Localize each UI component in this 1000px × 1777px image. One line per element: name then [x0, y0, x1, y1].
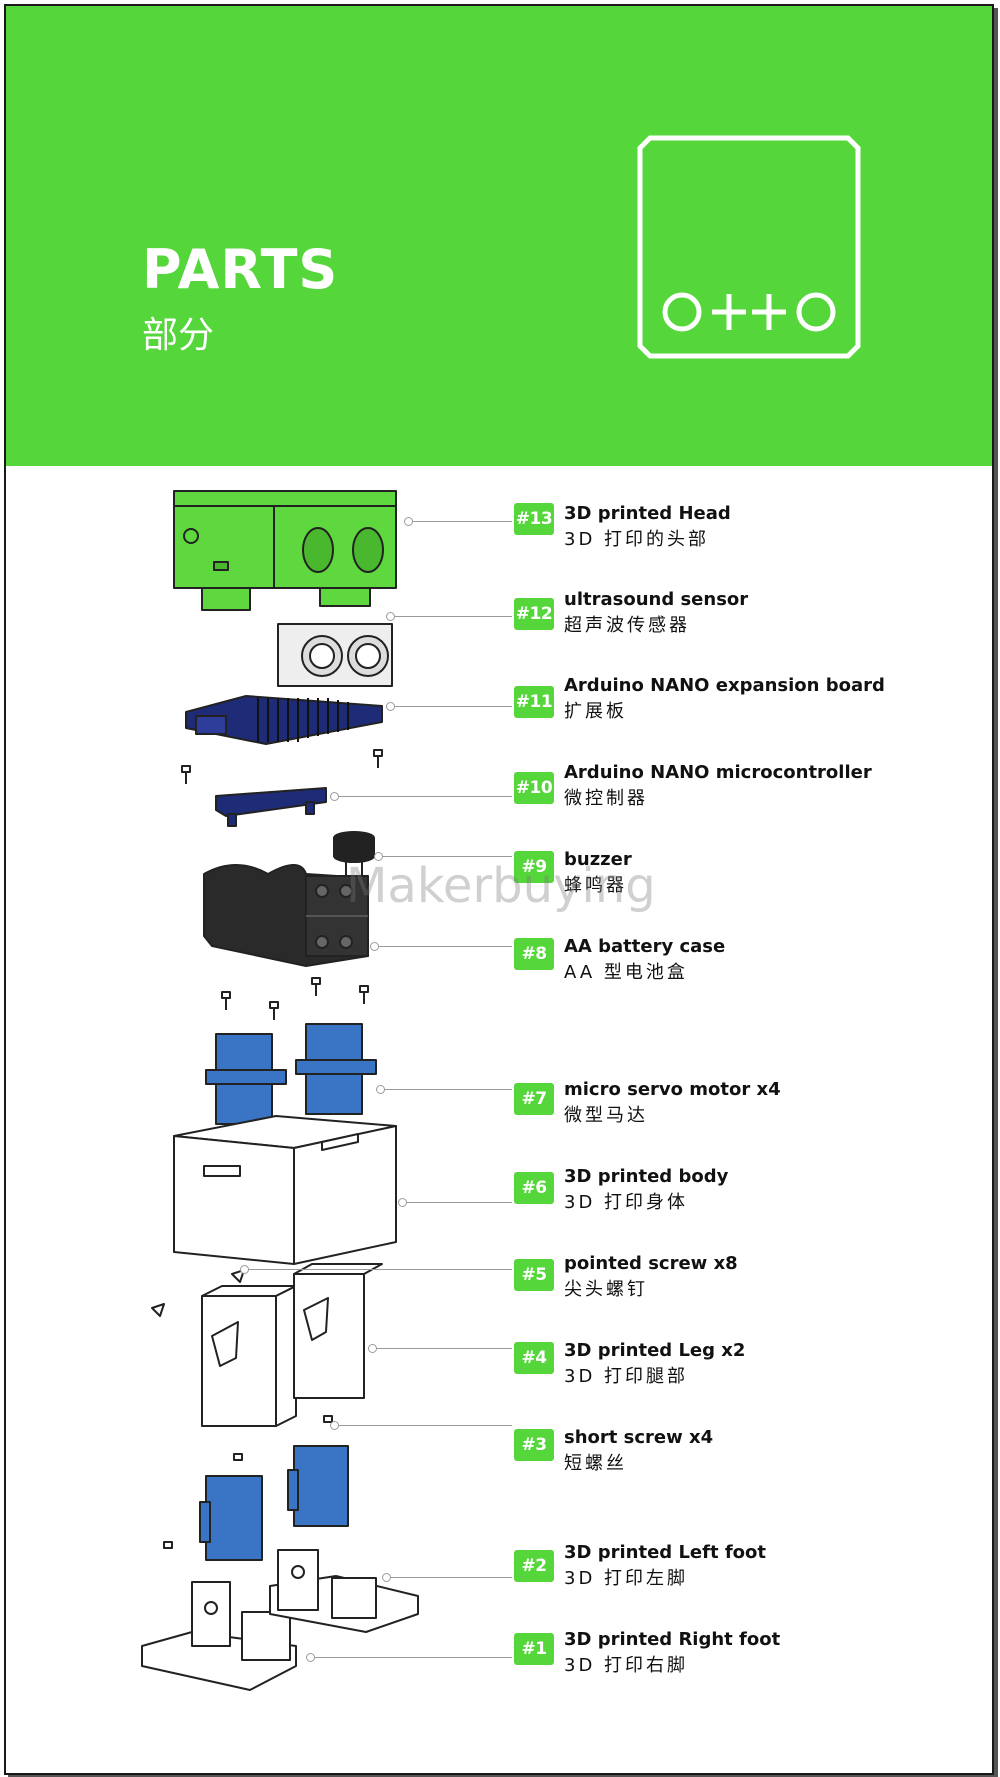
page-title: PARTS	[142, 238, 338, 301]
page-frame: PARTS 部分	[4, 4, 994, 1775]
feet-part	[142, 1550, 418, 1690]
part-name-en: micro servo motor x4	[564, 1078, 781, 1102]
part-badge: #3	[514, 1429, 554, 1461]
part-name-zh: 3D 打印右脚	[564, 1652, 780, 1680]
servo-screws	[222, 978, 368, 1020]
part-name-zh: 短螺丝	[564, 1450, 713, 1478]
part-label: pointed screw x8 尖头螺钉	[564, 1252, 738, 1304]
part-label: Arduino NANO expansion board 扩展板	[564, 674, 885, 726]
legs-part	[202, 1264, 382, 1426]
upper-servos	[206, 1024, 376, 1124]
lower-servos	[200, 1446, 348, 1560]
header-banner: PARTS 部分	[6, 6, 992, 466]
expansion-board-part	[186, 696, 382, 744]
part-name-zh: 3D 打印身体	[564, 1189, 728, 1217]
part-label: short screw x4 短螺丝	[564, 1426, 713, 1478]
part-name-en: 3D printed Leg x2	[564, 1339, 745, 1363]
part-label: 3D printed Head 3D 打印的头部	[564, 502, 731, 554]
body-part	[174, 1116, 396, 1264]
part-name-en: 3D printed Left foot	[564, 1541, 766, 1565]
part-label: 3D printed Right foot 3D 打印右脚	[564, 1628, 780, 1680]
part-name-zh: 微控制器	[564, 785, 872, 813]
part-label: 3D printed Leg x2 3D 打印腿部	[564, 1339, 745, 1391]
watermark: Makerbuying	[346, 858, 656, 914]
battery-case-part	[204, 865, 368, 966]
head-part	[174, 491, 396, 610]
ultrasound-sensor-part	[278, 624, 392, 686]
part-name-en: pointed screw x8	[564, 1252, 738, 1276]
page-subtitle: 部分	[142, 306, 214, 358]
part-label: 3D printed body 3D 打印身体	[564, 1165, 728, 1217]
part-name-zh: 尖头螺钉	[564, 1276, 738, 1304]
part-badge: #10	[514, 772, 554, 804]
part-badge: #11	[514, 686, 554, 718]
nano-controller-part	[216, 788, 326, 826]
part-label: micro servo motor x4 微型马达	[564, 1078, 781, 1130]
part-name-zh: 扩展板	[564, 698, 885, 726]
part-badge: #1	[514, 1633, 554, 1665]
part-name-zh: 3D 打印左脚	[564, 1565, 766, 1593]
part-name-zh: AA 型电池盒	[564, 959, 725, 987]
part-badge: #7	[514, 1083, 554, 1115]
part-name-zh: 微型马达	[564, 1102, 781, 1130]
part-name-zh: 超声波传感器	[564, 612, 748, 640]
part-name-zh: 3D 打印的头部	[564, 526, 731, 554]
part-badge: #13	[514, 503, 554, 535]
part-name-en: 3D printed Right foot	[564, 1628, 780, 1652]
board-screws	[182, 750, 382, 784]
part-name-en: 3D printed Head	[564, 502, 731, 526]
part-badge: #5	[514, 1259, 554, 1291]
part-badge: #8	[514, 938, 554, 970]
part-name-en: ultrasound sensor	[564, 588, 748, 612]
part-badge: #12	[514, 598, 554, 630]
part-name-zh: 3D 打印腿部	[564, 1363, 745, 1391]
part-badge: #4	[514, 1342, 554, 1374]
part-name-en: 3D printed body	[564, 1165, 728, 1189]
part-name-en: AA battery case	[564, 935, 725, 959]
part-label: 3D printed Left foot 3D 打印左脚	[564, 1541, 766, 1593]
part-badge: #6	[514, 1172, 554, 1204]
part-name-en: Arduino NANO expansion board	[564, 674, 885, 698]
part-label: Arduino NANO microcontroller 微控制器	[564, 761, 872, 813]
part-badge: #2	[514, 1550, 554, 1582]
part-label: AA battery case AA 型电池盒	[564, 935, 725, 987]
part-name-en: Arduino NANO microcontroller	[564, 761, 872, 785]
otto-logo	[636, 134, 862, 360]
part-name-en: short screw x4	[564, 1426, 713, 1450]
part-label: ultrasound sensor 超声波传感器	[564, 588, 748, 640]
